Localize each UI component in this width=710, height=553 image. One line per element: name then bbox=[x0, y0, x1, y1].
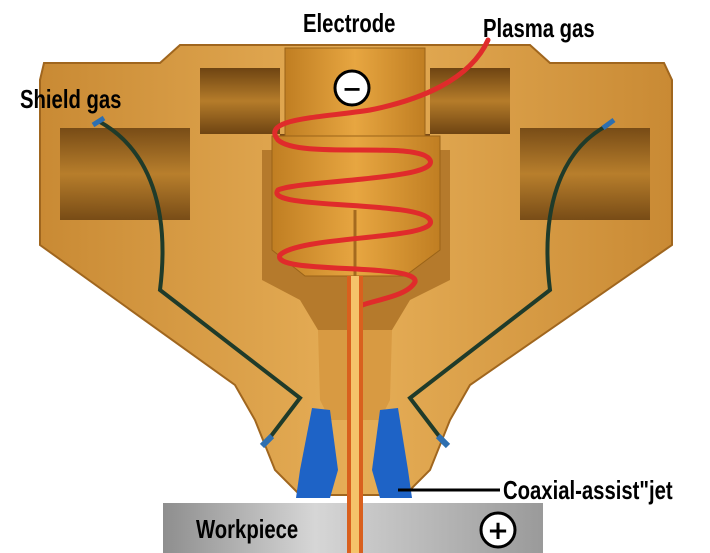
electrode-label: Electrode bbox=[303, 9, 395, 37]
svg-text:+: + bbox=[487, 516, 509, 546]
workpiece-label: Workpiece bbox=[196, 515, 298, 543]
coaxial-assist-jet-label: Coaxial-assist"jet bbox=[503, 476, 673, 504]
plasma-gas-label: Plasma gas bbox=[483, 14, 595, 42]
workpiece-plus-symbol: + bbox=[481, 513, 515, 547]
svg-text:−: − bbox=[342, 75, 362, 103]
shield-gas-label: Shield gas bbox=[20, 85, 121, 113]
plasma-arc bbox=[347, 276, 363, 553]
electrode-minus-symbol: − bbox=[335, 71, 369, 105]
